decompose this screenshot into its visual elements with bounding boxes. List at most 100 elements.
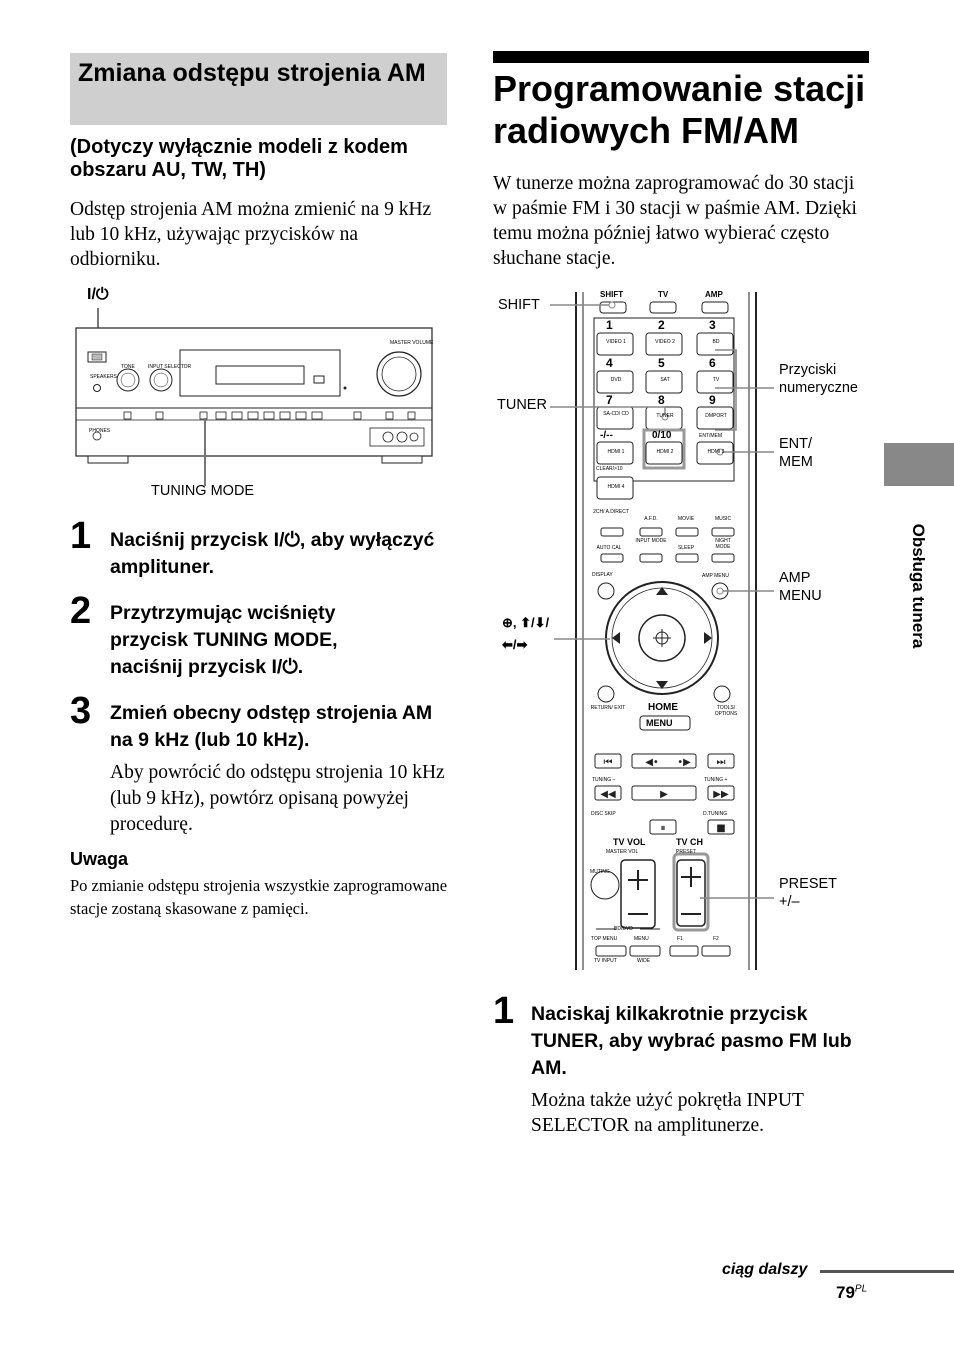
right-step-1-body: Można także użyć pokrętła INPUT SELECTOR… (531, 1090, 804, 1136)
btn-afd: A.F.D. (644, 516, 658, 522)
btn-tuner: TUNER (656, 413, 674, 419)
muting-label: MUTING (590, 869, 610, 875)
btn-hdmi2: HDMI 2 (656, 449, 674, 455)
svg-text:•▶: •▶ (677, 757, 691, 768)
btn-menu: MENU (646, 718, 673, 728)
num-1: 1 (606, 318, 613, 332)
tuning-minus-label: TUNING – (592, 777, 616, 783)
svg-text:▶: ▶ (660, 789, 668, 800)
tuning-mode-callout: TUNING MODE (151, 483, 255, 499)
num-3: 3 (709, 318, 716, 332)
num-9: 9 (709, 393, 716, 407)
section-heading-box: Zmiana odstępu strojenia AM (70, 53, 447, 125)
btn-autocal: AUTO CAL (596, 545, 622, 551)
num-ent-mem: ENT/MEM (699, 433, 723, 439)
tv-ch-label: TV CH (676, 837, 703, 847)
tone-label: TONE (121, 364, 135, 370)
step-3-body: Aby powrócić do odstępu strojenia 10 kHz… (110, 762, 445, 835)
tv-vol-label: TV VOL (613, 837, 646, 847)
page-number: 79PL (836, 1283, 867, 1303)
step-3-text: Zmień obecny odstęp strojenia AM na 9 kH… (110, 702, 433, 751)
intro-paragraph: Odstęp strojenia AM można zmienić na 9 k… (70, 199, 432, 270)
clear-label: CLEAR/>10 (596, 466, 623, 472)
callout-shift: SHIFT (498, 297, 540, 313)
btn-home: HOME (648, 702, 678, 713)
bd-dvd-label: BD/DVD (614, 926, 633, 932)
btn-movie: MOVIE (677, 516, 695, 522)
btn-return: RETURN/ EXIT (590, 705, 626, 711)
tv-input-label: TV INPUT (594, 958, 617, 964)
num-4: 4 (606, 356, 613, 370)
btn-video2: VIDEO 2 (655, 339, 675, 345)
remote-shift-label: SHIFT (600, 290, 624, 299)
btn-sacd: SA-CD/ CD (603, 411, 629, 417)
speakers-label: SPEAKERS (90, 374, 117, 380)
btn-dmport: DMPORT (705, 413, 727, 419)
num-dash: -/-- (600, 430, 613, 441)
callout-preset: PRESET +/– (779, 876, 837, 910)
note-heading: Uwaga (70, 849, 129, 869)
right-step-1-text: Naciskaj kilkakrotnie przycisk TUNER, ab… (531, 1003, 852, 1079)
btn-video1: VIDEO 1 (606, 339, 626, 345)
num-8: 8 (658, 393, 665, 407)
continued-rule (820, 1270, 954, 1273)
remote-amp-label: AMP (705, 290, 723, 299)
btn-hdmi1: HDMI 1 (607, 449, 625, 455)
note-text: Po zmianie odstępu strojenia wszystkie z… (70, 876, 448, 918)
callout-arrows: ⊕, ⬆/⬇/⬅/➡ (502, 615, 550, 652)
btn-hdmi3: HDMI 3 (707, 449, 725, 455)
remote-illustration: ⏮◀••▶⏭ ◀◀▶▶▶ ⏸■ (550, 292, 774, 970)
step-1-text: Naciśnij przycisk I/⏻, aby wyłączyć ampl… (110, 529, 435, 578)
page-number-value: 79 (836, 1283, 855, 1302)
master-volume-label: MASTER VOLUME (390, 340, 434, 346)
svg-text:⏮: ⏮ (604, 757, 613, 768)
f2-label: F2 (713, 936, 719, 942)
btn-sleep: SLEEP (677, 545, 695, 551)
btn-display: DISPLAY (592, 572, 613, 578)
svg-text:▶▶: ▶▶ (713, 789, 729, 800)
wide-label: WIDE (637, 958, 651, 964)
svg-text:◀◀: ◀◀ (600, 789, 616, 800)
menu-small-label: MENU (634, 936, 649, 942)
num-7: 7 (606, 393, 613, 407)
title-rule (493, 51, 869, 63)
master-vol-label: MASTER VOL (606, 849, 639, 855)
section-title: Zmiana odstępu strojenia AM (78, 59, 426, 87)
btn-tools: TOOLS/ OPTIONS (714, 705, 738, 717)
btn-2ch: 2CH/ A.DIRECT (593, 509, 629, 515)
main-intro: W tunerze można zaprogramować do 30 stac… (493, 173, 857, 269)
btn-nightmode: NIGHT MODE (715, 538, 731, 550)
phones-label: PHONES (89, 428, 111, 434)
svg-text:⏭: ⏭ (717, 757, 726, 768)
receiver-illustration (75, 308, 433, 486)
side-tab (884, 443, 954, 486)
continued-label: ciąg dalszy (722, 1261, 808, 1278)
btn-dvd: DVD (610, 377, 622, 383)
svg-text:■: ■ (716, 823, 725, 834)
input-selector-label: INPUT SELECTOR (148, 364, 192, 370)
f1-label: F1 (677, 936, 683, 942)
svg-text:◀•: ◀• (645, 757, 659, 768)
preset-label: PRESET (676, 849, 697, 855)
side-tab-label: Obsługa tunera (909, 523, 928, 649)
callout-numeric: Przyciski numeryczne (779, 362, 858, 396)
num-5: 5 (658, 356, 665, 370)
btn-music: MUSIC (714, 516, 732, 522)
btn-bd: BD (712, 339, 720, 345)
num-0-10: 0/10 (652, 430, 672, 441)
btn-tv: TV (712, 377, 720, 383)
btn-amp-menu: AMP MENU (702, 573, 729, 579)
btn-hdmi4: HDMI 4 (607, 484, 625, 490)
power-label: I/⏻ (87, 286, 109, 303)
side-tab-label-box: Obsługa tunera (906, 492, 928, 682)
page-lang: PL (854, 1283, 868, 1295)
callout-ent-mem: ENT/ MEM (779, 436, 813, 470)
top-menu-label: TOP MENU (591, 936, 618, 942)
callout-tuner: TUNER (497, 397, 547, 413)
dtuning-label: D.TUNING (703, 811, 728, 817)
disc-skip-label: DISC SKIP (591, 811, 616, 817)
num-6: 6 (709, 356, 716, 370)
step-number-2: 2 (70, 590, 92, 632)
main-title: Programowanie stacji radiowych FM/AM (493, 68, 866, 151)
remote-tv-label: TV (658, 290, 669, 299)
